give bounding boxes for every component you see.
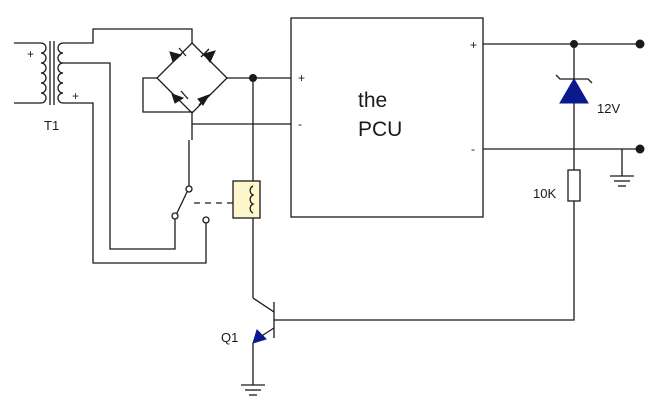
wire-resistor-to-base [274,201,575,321]
pcu-box [290,17,484,218]
pcu-block: the PCU + - + - [290,17,484,218]
pcu-input-minus: - [298,117,302,131]
secondary-winding [57,42,64,104]
resistor-body [567,169,581,202]
zener-cathode-bar [555,74,593,84]
output-minus-terminal [635,144,645,154]
primary-polarity-mark: + [27,47,34,61]
resistor-10k: 10K [533,169,581,202]
pcu-output-plus: + [470,38,477,52]
primary-winding [14,42,47,104]
diode-bottom-right [197,94,211,106]
transformer-label: T1 [44,118,59,133]
q1-collector-lead [252,297,275,313]
zener-body [559,78,589,104]
zener-diode: 12V [555,74,620,116]
diode-bottom-left [171,90,189,104]
diode-top-left [169,47,187,63]
transistor-ground-symbol [241,384,265,396]
wire-secondary-top-to-bridge [63,28,193,44]
pcu-input-plus: + [298,71,305,85]
relay-contact-switch [171,185,210,224]
output-plus-terminal [635,39,645,49]
pcu-label-line2: PCU [358,118,402,141]
switch-common-terminal [185,185,193,193]
switch-blade [176,191,188,214]
pcu-output-minus: - [471,142,475,156]
transformer-t1: + + T1 [14,41,79,133]
bridge-rectifier [156,42,228,114]
output-ground-symbol [610,149,634,187]
wire-secondary-tap-to-switch-nc [63,62,176,250]
relay-coil-winding [249,185,255,214]
transistor-label: Q1 [221,330,238,345]
switch-contact-nc [171,212,179,220]
diode-top-right [200,48,216,63]
switch-contact-no [202,216,210,224]
transistor-q1: Q1 [221,297,275,345]
pcu-label-line1: the [358,89,387,112]
wire-bridge-left-loop [142,77,193,113]
wire-secondary-bottom-to-switch-no [63,102,207,264]
relay-coil [232,180,261,219]
q1-emitter-arrow [252,329,267,344]
resistor-label: 10K [533,186,556,201]
bridge-outline [156,42,228,114]
relay-coil-body [232,180,261,219]
zener-label: 12V [597,101,620,116]
wire-bridge-minus-to-pcu [191,113,291,125]
secondary-polarity-mark: + [72,89,79,103]
